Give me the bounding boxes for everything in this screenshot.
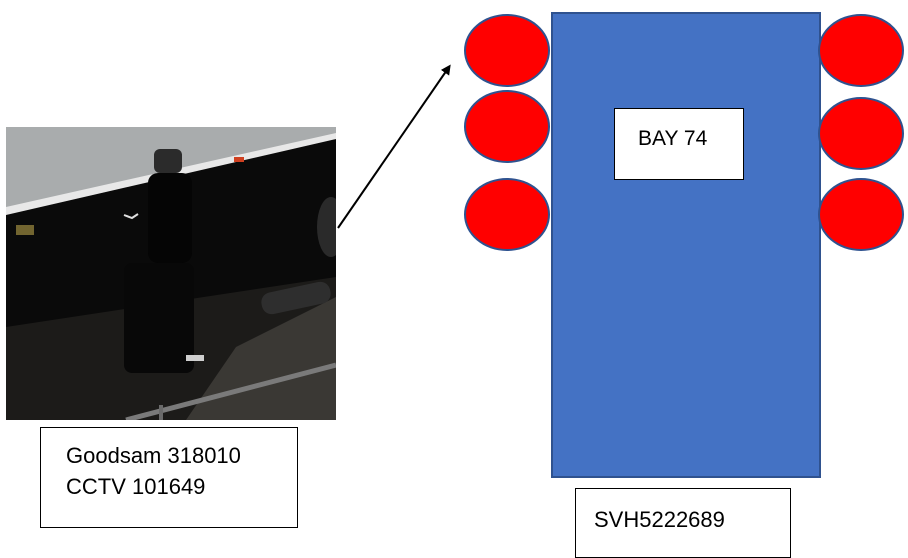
arrow-line [338,67,449,228]
wheel-left-3 [464,178,550,251]
bay-label: BAY 74 [638,127,707,150]
wheel-right-2 [818,97,904,170]
registration-box: SVH5222689 [575,488,791,558]
wheel-left-1 [464,14,550,87]
wheel-right-3 [818,178,904,251]
vehicle-plan [551,12,821,478]
bay-label-box: BAY 74 [614,108,744,180]
wheel-left-2 [464,90,550,163]
wheel-right-1 [818,14,904,87]
registration-label: SVH5222689 [594,507,725,532]
